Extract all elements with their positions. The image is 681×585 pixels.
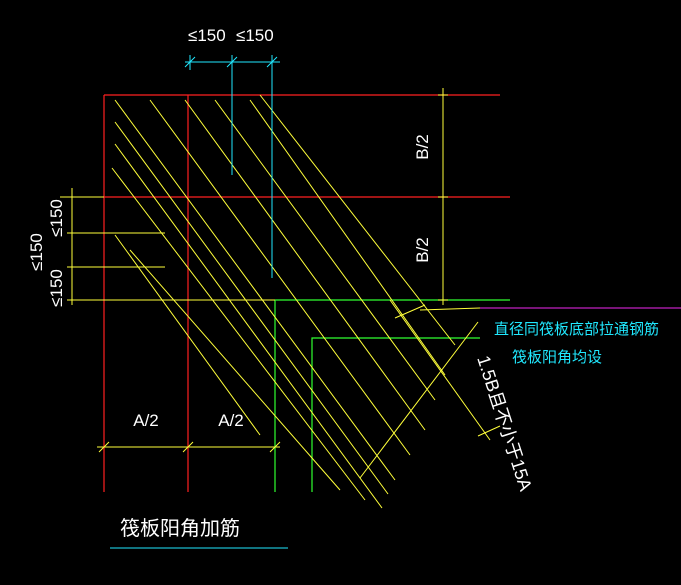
diagonal-bar-5: [149, 99, 411, 456]
right-dim-label-lower: B/2: [413, 237, 432, 263]
right-dim-label-upper: B/2: [413, 134, 432, 160]
diagonal-bars: [111, 94, 456, 509]
note-line-1: 直径同筏板底部拉通钢筋: [494, 320, 659, 338]
diagonal-bar-8: [249, 99, 446, 376]
diagonal-bar-7: [214, 99, 436, 401]
left-dim-label-3: ≤150: [47, 269, 66, 307]
drawing-title: 筏板阳角加筋: [120, 516, 240, 540]
diagonal-bar-1: [114, 99, 396, 481]
bottom-dim-label-2: A/2: [218, 411, 244, 430]
corner-lines: [274, 299, 510, 492]
left-dim-label-2: ≤150: [27, 233, 46, 271]
diagonal-bar-6: [184, 99, 426, 431]
diagonal-bar-2: [114, 121, 389, 495]
left-lead-lines: [60, 196, 275, 301]
diagonal-bar-11: [129, 249, 341, 491]
offset-corner-line: [311, 337, 480, 492]
diagonal-bar-3: [114, 143, 383, 509]
top-spacing-label-1: ≤150: [188, 26, 226, 45]
top-spacing-dims: [110, 55, 288, 549]
top-spacing-label-2: ≤150: [236, 26, 274, 45]
note-line-2: 筏板阳角均设: [512, 348, 602, 366]
diagonal-bar-9: [259, 94, 456, 346]
dimension-lines: [67, 88, 501, 479]
left-dim-label-1: ≤150: [47, 199, 66, 237]
diagonal-bar-4: [111, 167, 366, 501]
diagonal-bar-10: [114, 234, 261, 436]
bottom-dim-label-1: A/2: [133, 411, 159, 430]
